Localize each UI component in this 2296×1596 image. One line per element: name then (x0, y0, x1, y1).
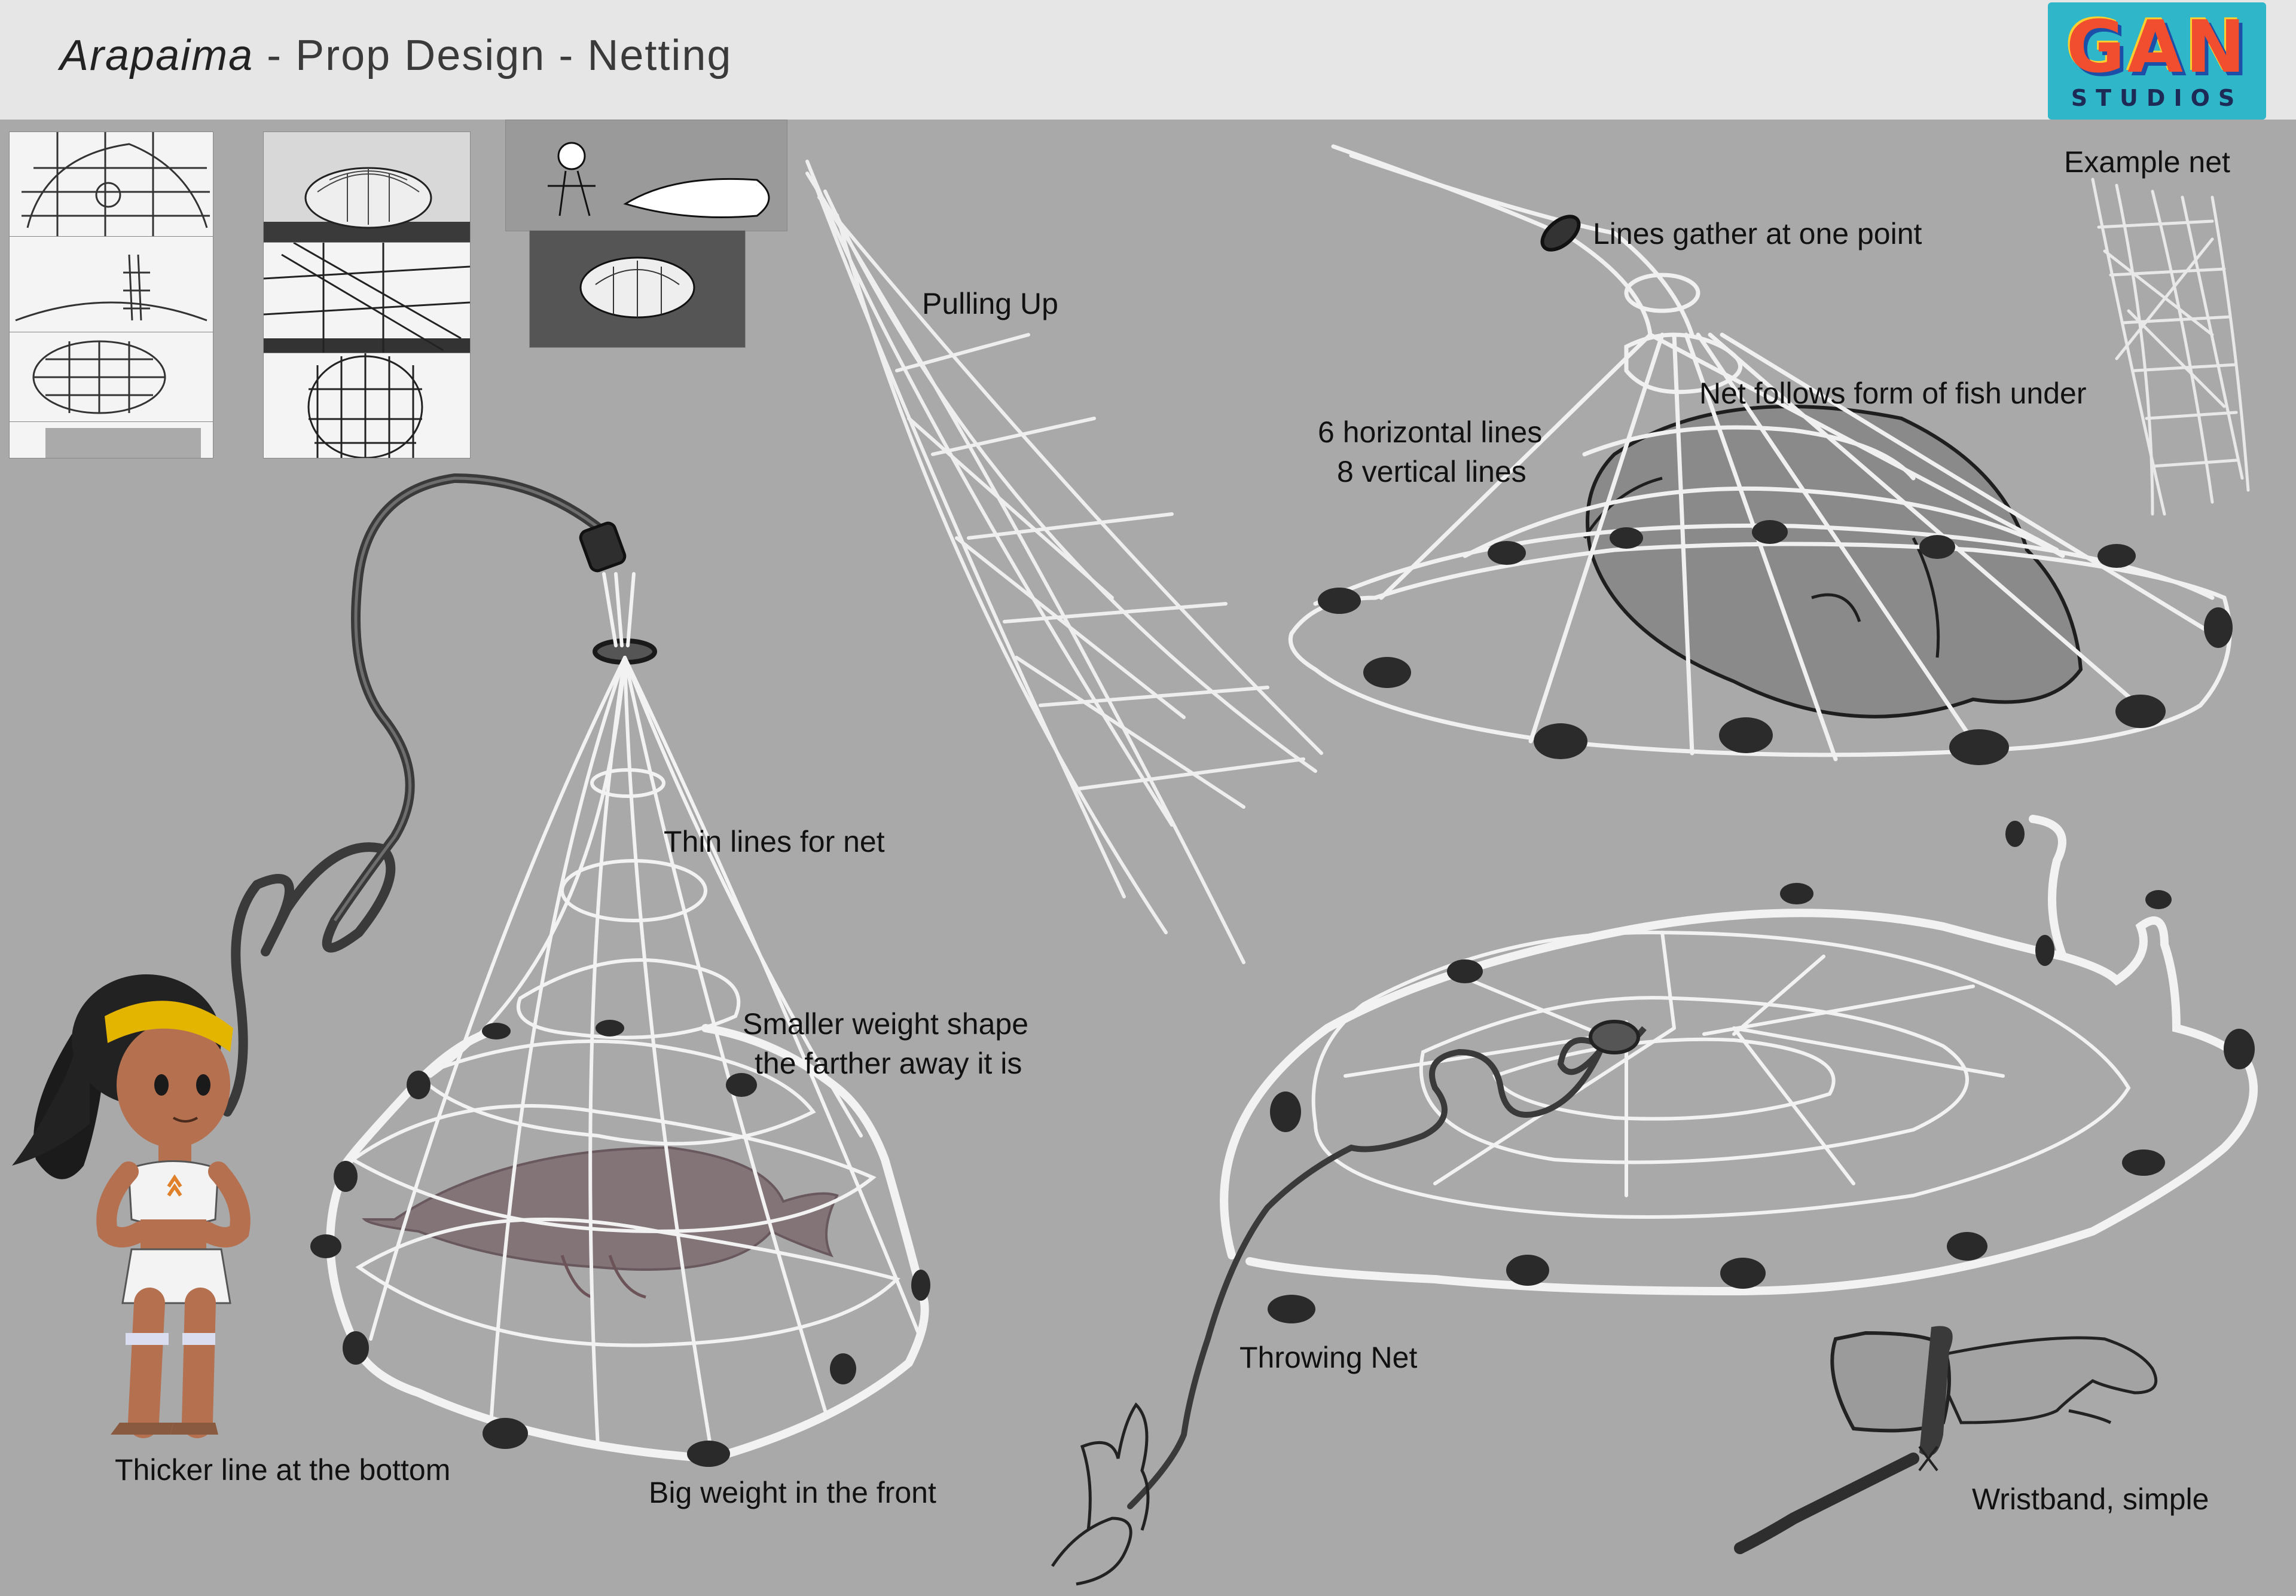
throwing-net-sketch (1052, 819, 2255, 1584)
label-throwing-net: Throwing Net (1239, 1338, 1417, 1377)
label-vertical-lines: 8 vertical lines (1337, 452, 1526, 491)
label-lines-gather: Lines gather at one point (1593, 214, 1922, 253)
label-big-weight: Big weight in the front (649, 1473, 936, 1512)
label-pulling-up: Pulling Up (922, 284, 1058, 323)
label-example-net: Example net (2064, 142, 2230, 182)
example-net-sketch (2093, 179, 2248, 514)
label-net-follows-form: Net follows form of fish under (1699, 374, 2087, 413)
label-thicker-line: Thicker line at the bottom (115, 1450, 450, 1490)
label-horizontal-lines: 6 horizontal lines (1318, 412, 1542, 452)
hanging-net-sketch (227, 478, 930, 1467)
character-girl-sketch (12, 974, 240, 1435)
label-wristband: Wristband, simple (1972, 1479, 2209, 1519)
label-smaller-weight-2: the farther away it is (755, 1044, 1022, 1083)
net-weights (1268, 821, 2255, 1323)
label-smaller-weight-1: Smaller weight shape (743, 1004, 1028, 1044)
label-thin-lines: Thin lines for net (664, 822, 885, 861)
